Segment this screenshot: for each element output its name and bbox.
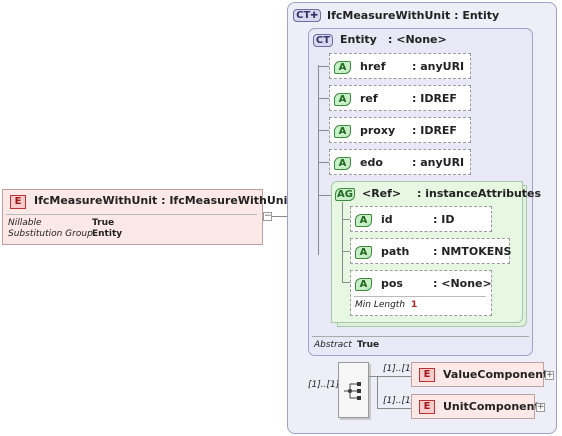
attribute-name: edo <box>360 156 383 169</box>
attribute-type: : ID <box>433 213 455 226</box>
abstract-value: True <box>357 340 380 350</box>
child-multiplicity: [1]..[1] <box>383 396 415 406</box>
attribute-type: : NMTOKENS <box>433 245 512 258</box>
facet-key: Min Length <box>355 300 406 310</box>
attribute-proxy[interactable]: A proxy : IDREF <box>329 117 471 143</box>
prop-value-substitution-group: Entity <box>92 229 123 239</box>
collapse-toggle[interactable]: − <box>263 211 272 221</box>
attribute-badge-icon: A <box>334 61 351 74</box>
child-element-value-component[interactable]: E ValueComponent <box>411 362 548 387</box>
attribute-name: id <box>381 213 393 226</box>
attr-connector <box>318 195 331 196</box>
attr-connector <box>318 98 331 99</box>
sequence-connector <box>377 376 411 377</box>
child-element-unit-component[interactable]: E UnitComponent <box>411 394 540 419</box>
prop-key-nillable: Nillable <box>8 218 42 228</box>
attribute-name: pos <box>381 277 403 290</box>
base-type-badge-icon: CT <box>313 34 333 47</box>
sequence-compositor[interactable] <box>338 362 369 418</box>
expand-toggle[interactable]: + <box>545 370 554 380</box>
sequence-connector <box>377 408 411 409</box>
attribute-group-name: <Ref> <box>362 187 402 200</box>
divider <box>354 296 486 297</box>
element-badge-icon: E <box>419 368 435 382</box>
root-element-title: IfcMeasureWithUnit : IfcMeasureWithUnit <box>34 194 293 207</box>
sequence-icon <box>344 382 361 400</box>
attribute-type: : anyURI <box>412 156 465 169</box>
sequence-connector-vertical <box>377 376 378 408</box>
child-multiplicity: [1]..[1] <box>383 364 415 374</box>
group-connector <box>342 282 356 283</box>
attribute-type: : IDREF <box>412 124 457 137</box>
attribute-path[interactable]: A path : NMTOKENS <box>350 238 512 264</box>
connector-root-to-ct <box>272 216 296 217</box>
attribute-badge-icon: A <box>355 214 372 227</box>
attribute-type: : <None> <box>433 277 492 290</box>
group-connector-vertical <box>342 202 343 282</box>
element-badge-icon: E <box>10 195 26 209</box>
group-connector <box>342 219 356 220</box>
attribute-badge-icon: A <box>334 125 351 138</box>
attribute-group-badge-icon: AG <box>335 188 355 201</box>
attribute-type: : IDREF <box>412 92 457 105</box>
attr-connector <box>318 66 331 67</box>
divider <box>312 336 529 337</box>
attribute-badge-icon: A <box>334 157 351 170</box>
attribute-group-type: : instanceAttributes <box>417 187 542 200</box>
divider <box>6 214 257 215</box>
sequence-connector <box>369 376 377 377</box>
attribute-type: : anyURI <box>412 60 465 73</box>
attribute-badge-icon: A <box>355 246 372 259</box>
attribute-name: path <box>381 245 410 258</box>
attribute-badge-icon: A <box>334 93 351 106</box>
attribute-group-box[interactable]: AG <Ref> : instanceAttributes A id : ID … <box>331 181 541 323</box>
base-type-type: : <None> <box>388 33 447 46</box>
base-type-name: Entity <box>340 33 377 46</box>
attribute-href[interactable]: A href : anyURI <box>329 53 471 79</box>
child-element-name: ValueComponent <box>443 368 549 381</box>
attr-connector <box>318 162 331 163</box>
attribute-id[interactable]: A id : ID <box>350 206 492 232</box>
prop-value-nillable: True <box>92 218 115 228</box>
base-type-box: CT Entity : <None> A href : anyURI A ref… <box>308 28 541 356</box>
sequence-multiplicity: [1]..[1] <box>308 380 340 390</box>
attribute-ref[interactable]: A ref : IDREF <box>329 85 471 111</box>
attribute-name: proxy <box>360 124 396 137</box>
abstract-key: Abstract <box>314 340 352 350</box>
attribute-name: href <box>360 60 386 73</box>
child-element-name: UnitComponent <box>443 400 540 413</box>
attribute-name: ref <box>360 92 378 105</box>
attribute-edo[interactable]: A edo : anyURI <box>329 149 471 175</box>
complex-type-badge-icon: CT✚ <box>293 9 321 22</box>
group-connector <box>342 251 356 252</box>
element-badge-icon: E <box>419 400 435 414</box>
complex-type-title: IfcMeasureWithUnit : Entity <box>327 9 500 22</box>
attr-connector <box>318 130 331 131</box>
root-element-box[interactable]: E IfcMeasureWithUnit : IfcMeasureWithUni… <box>2 189 293 245</box>
prop-key-substitution-group: Substitution Group <box>8 229 93 239</box>
facet-value: 1 <box>411 300 418 310</box>
attribute-badge-icon: A <box>355 278 372 291</box>
attr-connector-vertical <box>318 65 319 255</box>
attribute-pos[interactable]: A pos : <None> Min Length 1 <box>350 270 492 316</box>
expand-toggle[interactable]: + <box>536 402 545 412</box>
